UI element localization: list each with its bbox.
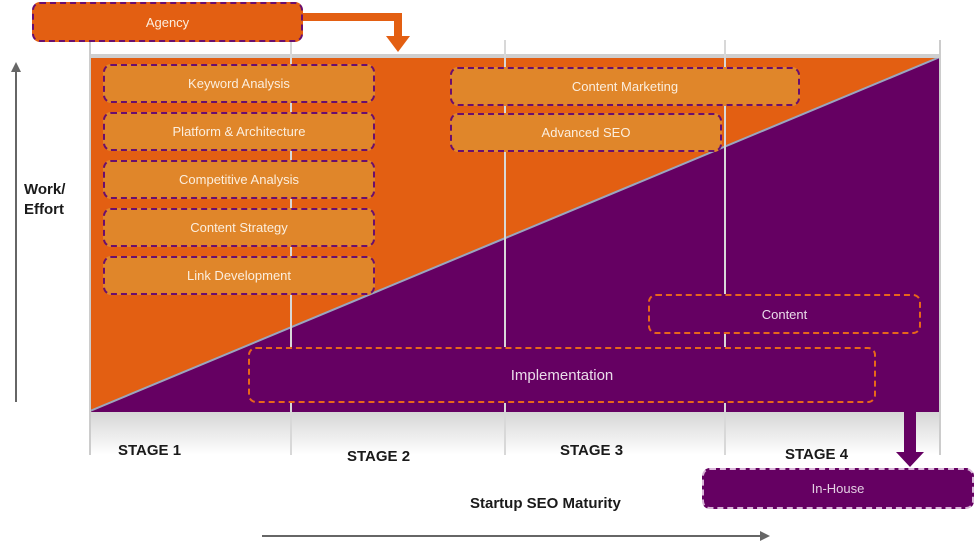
task-content-marketing: Content Marketing bbox=[450, 67, 800, 106]
agency-box: Agency bbox=[32, 2, 303, 42]
task-link-development: Link Development bbox=[103, 256, 375, 295]
x-axis-arrowhead bbox=[760, 531, 770, 541]
task-keyword-analysis: Keyword Analysis bbox=[103, 64, 375, 103]
y-axis-label: Work/ Effort bbox=[24, 180, 65, 220]
stage-3-label: STAGE 3 bbox=[560, 442, 624, 459]
y-axis-label-line1: Work/ bbox=[24, 181, 66, 198]
inhouse-arrow-icon bbox=[896, 412, 924, 467]
agency-label: Agency bbox=[145, 14, 190, 30]
task-label: Link Development bbox=[186, 268, 292, 283]
stage-2-label: STAGE 2 bbox=[347, 448, 411, 465]
task-competitive-analysis: Competitive Analysis bbox=[103, 160, 375, 199]
diagonal-divider bbox=[89, 56, 941, 412]
y-axis-label-line2: Effort bbox=[24, 201, 64, 218]
task-content-strategy: Content Strategy bbox=[103, 208, 375, 247]
inhouse-label: In-House bbox=[811, 481, 865, 496]
task-label: Keyword Analysis bbox=[188, 76, 290, 91]
task-advanced-seo: Advanced SEO bbox=[450, 113, 722, 152]
task-content: Content bbox=[648, 294, 921, 334]
task-label: Competitive Analysis bbox=[179, 172, 299, 187]
task-implementation: Implementation bbox=[248, 347, 876, 403]
task-label: Content bbox=[761, 306, 808, 322]
y-axis-arrowhead bbox=[11, 62, 21, 72]
task-platform-architecture: Platform & Architecture bbox=[103, 112, 375, 151]
agency-arrow-icon bbox=[302, 13, 410, 52]
task-label: Advanced SEO bbox=[541, 125, 631, 140]
task-label: Content Strategy bbox=[190, 220, 288, 235]
top-edge bbox=[90, 54, 940, 58]
inhouse-box: In-House bbox=[702, 468, 974, 509]
task-label: Content Marketing bbox=[571, 79, 679, 94]
stage-1-label: STAGE 1 bbox=[118, 442, 182, 459]
stage-4-label: STAGE 4 bbox=[785, 446, 849, 463]
x-axis-label: Startup SEO Maturity bbox=[470, 495, 621, 512]
stage-band bbox=[90, 410, 940, 455]
task-label: Platform & Architecture bbox=[172, 124, 306, 139]
task-label: Implementation bbox=[510, 366, 614, 384]
